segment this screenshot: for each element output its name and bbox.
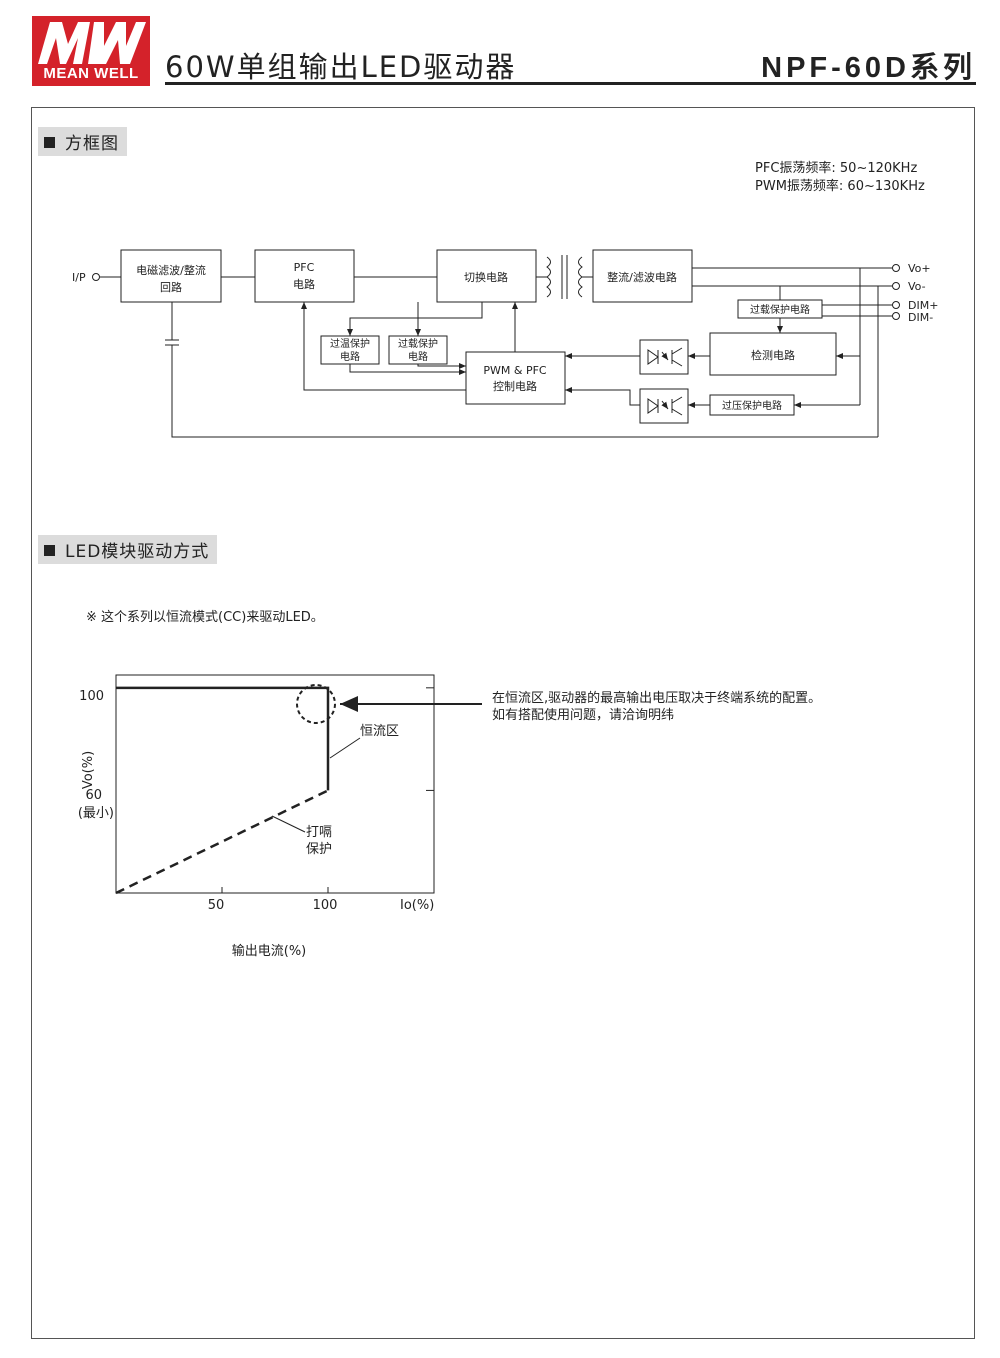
series-line-dashed <box>115 789 329 895</box>
brand-logo: MEAN WELL <box>32 16 150 86</box>
highlight-circle <box>296 684 336 724</box>
detect-label: 检测电路 <box>751 348 795 362</box>
annotation-line-1: 在恒流区,驱动器的最高输出电压取决于终端系统的配置。 <box>492 691 822 706</box>
section-title-block-diagram: 方框图 <box>38 127 127 156</box>
series-line-solid <box>116 686 330 791</box>
pwm-label-2: 控制电路 <box>493 379 537 393</box>
square-bullet-icon <box>44 545 55 556</box>
olp-right-label: 过载保护电路 <box>750 303 810 316</box>
olp-left-label-2: 电路 <box>408 350 428 363</box>
cc-region-label: 恒流区 <box>360 724 399 739</box>
x-axis-label: 输出电流(%) <box>232 943 307 959</box>
hiccup-label-pointer <box>271 815 306 833</box>
header-rule <box>165 82 976 85</box>
pfc-frequency: PFC振荡频率: 50~120KHz <box>755 161 918 176</box>
pfc-label-1: PFC <box>294 261 315 274</box>
x-tick-50: 50 <box>208 898 225 913</box>
output-vo-plus: Vo+ <box>908 262 931 275</box>
ovp-label: 过压保护电路 <box>722 399 782 412</box>
switch-label: 切换电路 <box>464 270 508 284</box>
hiccup-label-2: 保护 <box>306 842 332 857</box>
output-dim-minus: DIM- <box>908 311 933 324</box>
x-tick-100: 100 <box>313 898 338 913</box>
content-frame <box>31 107 975 1339</box>
optocoupler-bottom <box>639 388 689 424</box>
y-tick-sub: (最小) <box>78 806 114 821</box>
series-name: NPF-60D系列 <box>761 52 976 84</box>
emi-label-2: 回路 <box>160 281 182 294</box>
output-vo-minus: Vo- <box>908 280 926 293</box>
emi-label-1: 电磁滤波/整流 <box>136 263 206 277</box>
otp-label-2: 电路 <box>340 350 360 363</box>
pwm-pfc-control-block <box>465 351 566 405</box>
page-title: 60W单组输出LED驱动器 <box>165 50 517 84</box>
y-axis-label: Vo(%) <box>81 751 96 789</box>
cc-mode-note: ※ 这个系列以恒流模式(CC)来驱动LED。 <box>86 610 324 625</box>
otp-label-1: 过温保护 <box>330 337 370 350</box>
annotation-line-2: 如有搭配使用问题，请洽询明纬 <box>492 708 675 723</box>
switching-block <box>436 249 537 303</box>
pfc-block <box>254 249 355 303</box>
olp-left-label-1: 过载保护 <box>398 337 438 350</box>
cc-label-pointer <box>329 737 361 759</box>
block-diagram: I/P 电磁滤波/整流 回路 PFC 电路 切换电路 整流/滤波电路 过温保护 … <box>72 249 938 438</box>
mw-logo-icon <box>38 22 146 64</box>
pwm-frequency: PWM振荡频率: 60~130KHz <box>755 179 925 194</box>
cc-curve-chart: 恒流区 打嗝 保护 100 60 (最小) 50 100 Io(%) 输出电流(… <box>78 674 482 959</box>
pwm-label-1: PWM & PFC <box>483 364 547 377</box>
emi-filter-block <box>120 249 222 303</box>
plot-frame <box>115 674 435 894</box>
y-tick-100: 100 <box>79 689 104 704</box>
x-unit-label: Io(%) <box>400 898 434 913</box>
logo-text: MEAN WELL <box>43 65 139 82</box>
rectifier-label: 整流/滤波电路 <box>607 270 677 284</box>
rectifier-block <box>592 249 693 303</box>
hiccup-label-1: 打嗝 <box>306 825 332 840</box>
y-tick-60: 60 <box>85 788 102 803</box>
section-title-led-driving: LED模块驱动方式 <box>38 535 218 564</box>
pfc-label-2: 电路 <box>293 278 315 291</box>
output-dim-plus: DIM+ <box>908 299 938 312</box>
input-label: I/P <box>72 271 86 284</box>
optocoupler-top <box>639 339 689 375</box>
square-bullet-icon <box>44 137 55 148</box>
